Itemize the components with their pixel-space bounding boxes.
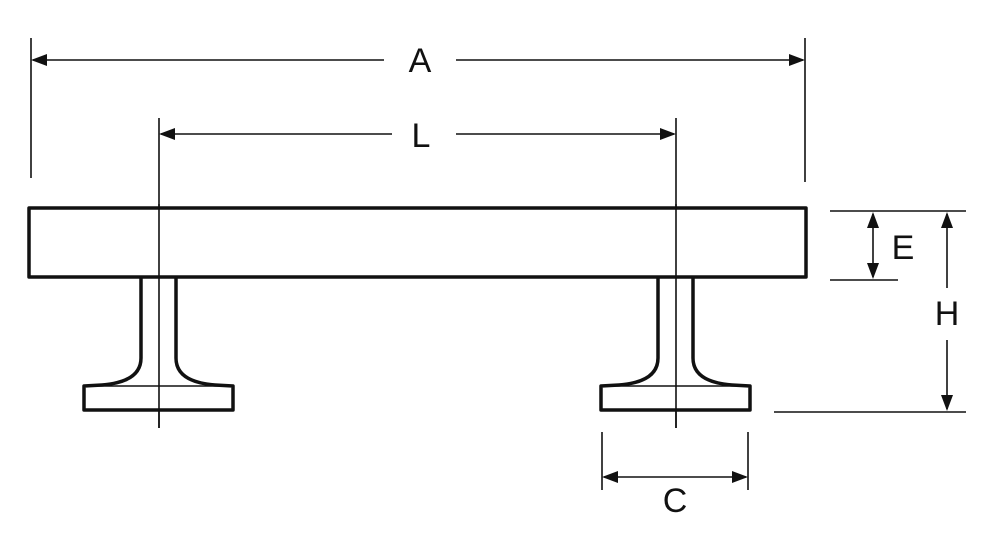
dimension-e: E bbox=[830, 210, 966, 281]
arrowhead-h-top bbox=[941, 212, 953, 228]
dimension-c: C bbox=[601, 432, 749, 520]
label-a: A bbox=[409, 42, 432, 80]
handle-drawing bbox=[27, 204, 808, 428]
dimension-a: A bbox=[30, 38, 806, 182]
arrowhead-e-bottom bbox=[867, 263, 879, 279]
arrowhead-l-left bbox=[159, 128, 175, 140]
label-e: E bbox=[892, 229, 915, 267]
arrowhead-c-left bbox=[602, 471, 618, 483]
handle-bar bbox=[27, 206, 808, 279]
arrowhead-l-right bbox=[660, 128, 676, 140]
label-c: C bbox=[663, 482, 688, 520]
label-h: H bbox=[935, 295, 960, 333]
arrowhead-h-bottom bbox=[941, 395, 953, 411]
arrowhead-e-top bbox=[867, 212, 879, 228]
arrowhead-a-left bbox=[31, 54, 47, 66]
arrowhead-c-right bbox=[732, 471, 748, 483]
label-l: L bbox=[412, 117, 431, 155]
arrowhead-a-right bbox=[789, 54, 805, 66]
dimension-h: H bbox=[774, 212, 966, 413]
